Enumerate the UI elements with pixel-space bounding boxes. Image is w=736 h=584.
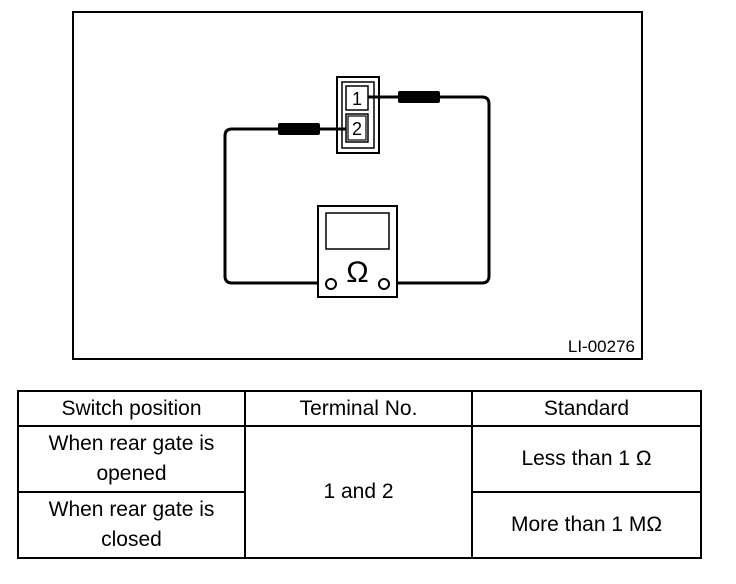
table-row: When rear gate is closed More than 1 MΩ bbox=[17, 491, 702, 559]
table-row: When rear gate is opened 1 and 2 Less th… bbox=[17, 425, 702, 559]
diagram-frame bbox=[72, 11, 643, 360]
probe-sleeve-left bbox=[278, 123, 320, 135]
meter-display bbox=[325, 212, 390, 250]
standard-closed: More than 1 MΩ bbox=[471, 491, 702, 559]
header-switch-position: Switch position bbox=[17, 390, 246, 427]
meter-terminal-left bbox=[325, 278, 337, 290]
figure-label: LI-00276 bbox=[568, 337, 635, 356]
table-header-row: Switch position Terminal No. Standard bbox=[17, 390, 702, 427]
switch-position-closed: When rear gate is closed bbox=[17, 491, 246, 559]
switch-connector: 1 2 bbox=[336, 76, 380, 154]
terminal-2-label: 2 bbox=[352, 119, 362, 139]
terminal-1-label: 1 bbox=[352, 89, 362, 109]
ohmmeter: Ω bbox=[317, 205, 398, 298]
header-standard: Standard bbox=[471, 390, 702, 427]
terminal-cell: 1 and 2 bbox=[244, 425, 473, 559]
header-terminal-no: Terminal No. bbox=[244, 390, 473, 427]
meter-terminal-right bbox=[378, 278, 390, 290]
standard-opened: Less than 1 Ω bbox=[471, 425, 702, 493]
wire-terminal-1 bbox=[368, 95, 491, 285]
wire-terminal-2 bbox=[223, 127, 346, 285]
probe-sleeve-right bbox=[398, 91, 440, 103]
spec-table: Switch position Terminal No. Standard Wh… bbox=[17, 390, 702, 559]
terminal-2-inner-box bbox=[347, 115, 367, 141]
wires bbox=[223, 95, 491, 285]
ohm-symbol: Ω bbox=[346, 256, 368, 289]
switch-position-opened: When rear gate is opened bbox=[17, 425, 246, 493]
